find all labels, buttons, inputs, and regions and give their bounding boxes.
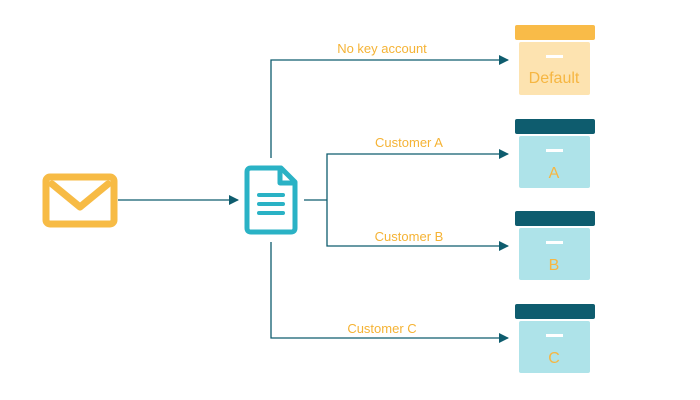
archive-box-icon: A [515,119,595,188]
archive-box-icon: Default [515,25,595,95]
edge-label-default: No key account [337,41,427,56]
edge-label-customer-b: Customer B [375,229,444,244]
box-body [519,136,590,188]
box-slot [546,149,563,152]
archive-box-icon: C [515,304,595,373]
edge-customer-b [326,200,509,251]
box-lid [515,304,595,319]
box-body [519,228,590,280]
box-body [519,321,590,373]
mail-icon [42,173,118,228]
box-label-c: C [548,350,560,367]
edge-label-customer-c: Customer C [347,321,416,336]
archive-box-icon: B [515,211,595,280]
edge-customer-c [270,242,509,343]
edge-default [270,55,509,158]
box-label-default: Default [529,70,580,87]
box-label-b: B [549,257,560,274]
box-lid [515,211,595,226]
document-icon [244,165,298,235]
box-lid [515,119,595,134]
edge-label-customer-a: Customer A [375,135,443,150]
box-slot [546,241,563,244]
box-lid [515,25,595,40]
box-label-a: A [549,165,560,182]
box-body [519,42,590,95]
edge-customer-a [326,149,509,200]
box-slot [546,334,563,337]
box-slot [546,55,563,58]
connector-lines [118,55,509,343]
